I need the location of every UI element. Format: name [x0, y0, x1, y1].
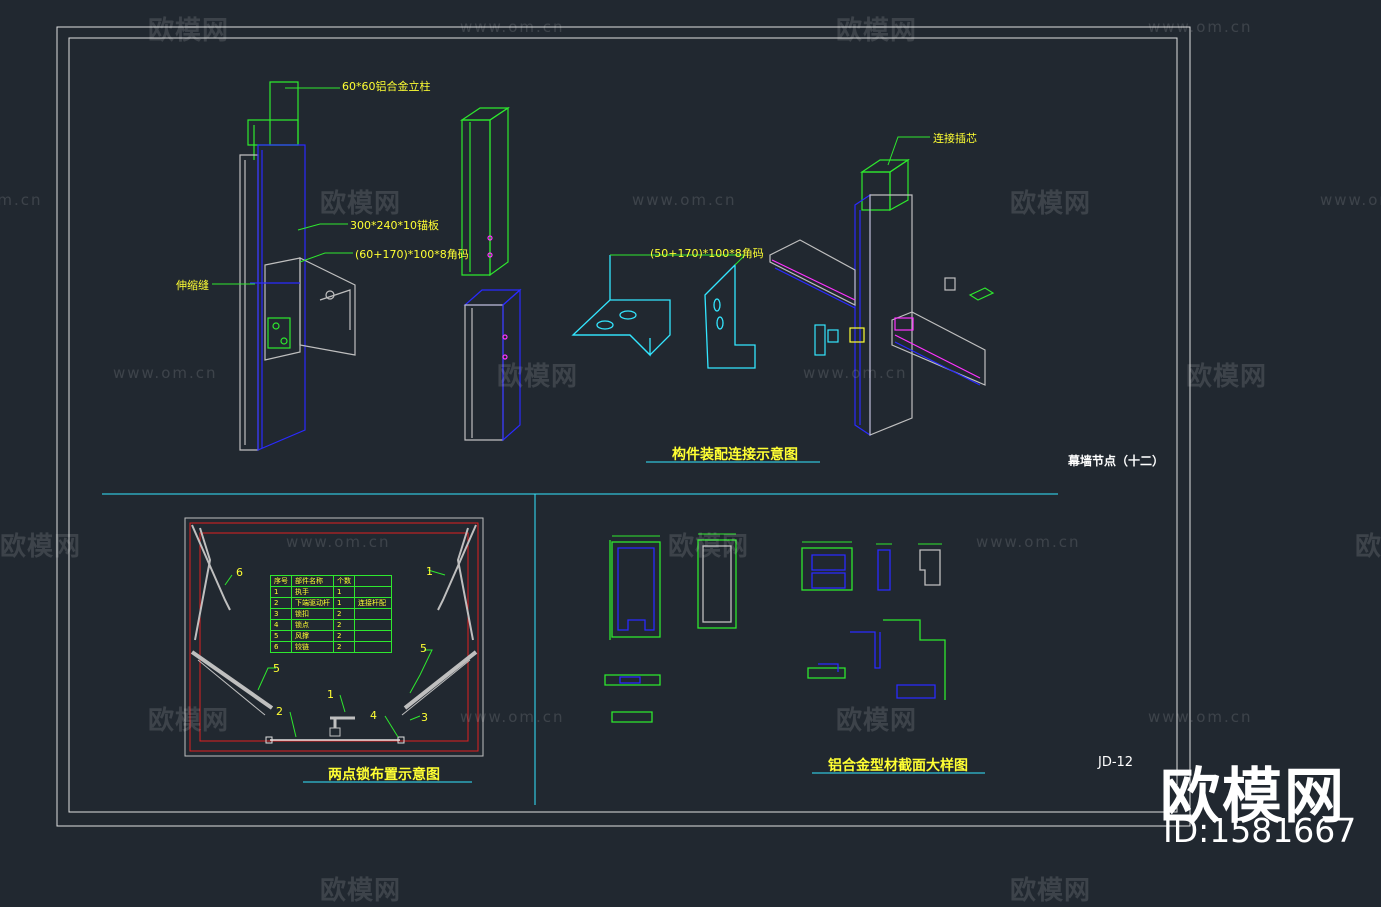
table-cell: 铰链: [291, 641, 334, 653]
model-id: ID:1581667: [1163, 811, 1357, 850]
watermark-url: www.om.cn: [1148, 708, 1253, 726]
watermark-url: www.om.cn: [286, 533, 391, 551]
column-pieces: [460, 106, 522, 442]
table-cell: [354, 586, 392, 598]
watermark-logo: 欧模网: [320, 876, 402, 906]
table-cell: [354, 608, 392, 620]
table-cell: 2: [333, 630, 355, 642]
watermark-url: www.om.cn: [803, 364, 908, 382]
profile-title: 铝合金型材截面大样图: [828, 758, 968, 774]
table-row: 1 执手 1: [270, 586, 392, 598]
watermark-logo: 欧模网: [836, 706, 918, 736]
watermark-logo: 欧模网: [1010, 876, 1092, 906]
column-assembly-1: [239, 81, 356, 451]
lock-title: 两点锁布置示意图: [328, 767, 440, 783]
assembly-title: 构件装配连接示意图: [672, 447, 798, 463]
watermark-logo: 欧模网: [836, 16, 918, 46]
callout-angle-code-2: (50+170)*100*8角码: [650, 247, 764, 260]
connection-node: [769, 158, 995, 437]
profile-sections: [604, 539, 946, 723]
lock-parts-table: 序号 部件名称 个数 1 执手 1 2 下端驱动杆 1 连接杆配 3 锁扣 2 …: [270, 575, 392, 653]
callout-leaders-2: [610, 254, 746, 266]
watermark-logo: 欧模网: [1010, 189, 1092, 219]
table-cell: 2: [333, 641, 355, 653]
table-cell: 1: [333, 586, 355, 598]
callout-leaders-1: [212, 87, 353, 285]
table-cell: 3: [270, 608, 292, 620]
table-cell: 2: [333, 608, 355, 620]
table-cell: 连接杆配: [354, 597, 392, 609]
table-header: 部件名称: [291, 575, 334, 587]
table-row: 4 锁点 2: [270, 619, 392, 631]
watermark-url: www.om.cn: [976, 533, 1081, 551]
table-cell: 风撑: [291, 630, 334, 642]
table-row: 2 下端驱动杆 1 连接杆配: [270, 597, 392, 609]
lock-number: 4: [370, 709, 377, 722]
table-header-row: 序号 部件名称 个数: [270, 575, 392, 587]
sheet-code: JD-12: [1098, 755, 1134, 770]
watermark-url: www.om.cn: [460, 708, 565, 726]
table-cell: 6: [270, 641, 292, 653]
table-header: 序号: [270, 575, 292, 587]
lock-number: 3: [421, 711, 428, 724]
table-cell: 下端驱动杆: [291, 597, 334, 609]
dimension-marks: [612, 533, 942, 545]
table-cell: 2: [270, 597, 292, 609]
watermark-logo: 欧模网: [497, 362, 579, 392]
callout-angle-code: (60+170)*100*8角码: [355, 248, 469, 261]
watermark-url: www.om.cn: [632, 191, 737, 209]
table-row: 5 风撑 2: [270, 630, 392, 642]
table-cell: 2: [333, 619, 355, 631]
callout-leaders-3: [887, 136, 930, 166]
watermark-logo: 欧模网: [1186, 362, 1268, 392]
watermark-logo: 欧模网: [148, 16, 230, 46]
table-cell: 锁点: [291, 619, 334, 631]
lock-number: 1: [327, 688, 334, 701]
table-cell: 执手: [291, 586, 334, 598]
table-header: [354, 575, 392, 587]
callout-core: 连接插芯: [933, 132, 977, 145]
lock-number: 6: [236, 566, 243, 579]
angle-brackets: [571, 255, 756, 369]
outer-frame: [56, 26, 1191, 827]
watermark-url: www.om.cn: [1320, 191, 1381, 209]
brand-watermark: 欧模网: [1160, 762, 1346, 832]
watermark-logo: 欧模网: [668, 532, 750, 562]
table-cell: 4: [270, 619, 292, 631]
callout-expansion-joint: 伸缩缝: [176, 279, 209, 292]
watermark-logo: 欧模网: [320, 189, 402, 219]
table-cell: 锁扣: [291, 608, 334, 620]
callout-plate: 300*240*10锚板: [350, 219, 439, 232]
table-row: 6 铰链 2: [270, 641, 392, 653]
table-row: 3 锁扣 2: [270, 608, 392, 620]
watermark-logo: 欧模网: [0, 532, 82, 562]
sheet-title: 幕墙节点（十二）: [1068, 454, 1165, 468]
table-cell: [354, 619, 392, 631]
table-cell: 1: [270, 586, 292, 598]
lock-leaders: [224, 569, 446, 738]
lock-diagram: [184, 517, 484, 757]
lock-number: 2: [276, 705, 283, 718]
watermark-url: www.om.cn: [0, 191, 43, 209]
table-header: 个数: [333, 575, 355, 587]
lock-number: 5: [273, 662, 280, 675]
table-cell: 1: [333, 597, 355, 609]
table-cell: [354, 641, 392, 653]
watermark-url: www.om.cn: [113, 364, 218, 382]
table-cell: 5: [270, 630, 292, 642]
watermark-url: www.om.cn: [460, 18, 565, 36]
watermark-logo: 欧模网: [148, 706, 230, 736]
callout-column: 60*60铝合金立柱: [342, 80, 431, 93]
table-cell: [354, 630, 392, 642]
watermark-url: www.om.cn: [1148, 18, 1253, 36]
watermark-logo: 欧模网: [1355, 532, 1381, 562]
inner-frame: [68, 37, 1178, 813]
lock-number: 1: [426, 565, 433, 578]
lock-number: 5: [420, 642, 427, 655]
